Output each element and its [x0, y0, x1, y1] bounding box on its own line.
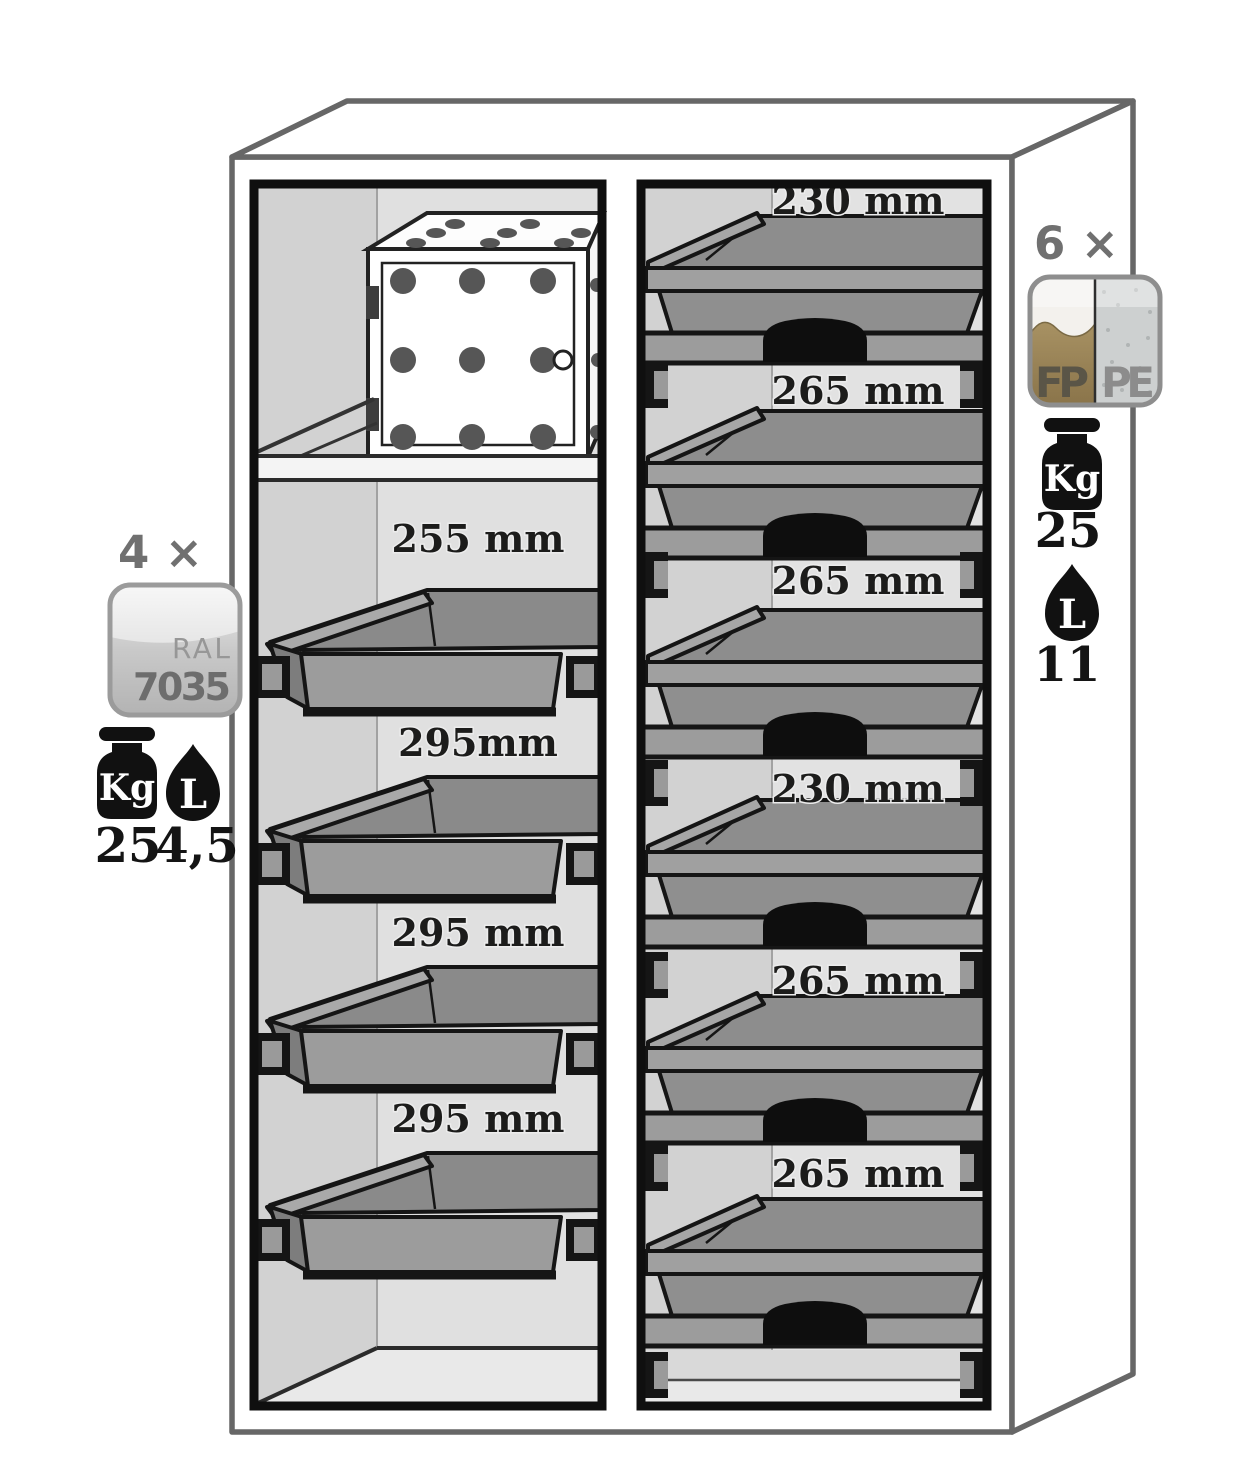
- kg-weight-icon-label: Kg: [99, 767, 155, 809]
- count-label: 4 ×: [118, 526, 203, 579]
- slot-height-label: 295mm: [398, 720, 558, 765]
- right-compartment-frame: [636, 179, 992, 1411]
- fp-badge-label: FP: [1035, 358, 1089, 407]
- box-handle-knob: [552, 349, 574, 371]
- slot-height-label: 295 mm: [392, 1096, 565, 1141]
- slot-height-label: 265 mm: [772, 958, 945, 1003]
- ral-badge-line1: RAL: [172, 632, 230, 665]
- left-compartment-floor: [256, 1348, 602, 1404]
- left-compartment-frame: [249, 179, 607, 1411]
- bottom-strip: [645, 1350, 983, 1404]
- slot-height-label: 265 mm: [772, 368, 945, 413]
- count-label: 6 ×: [1034, 217, 1119, 270]
- slot-height-label: 230 mm: [772, 766, 945, 811]
- ral-badge-line2: 7035: [133, 665, 231, 709]
- perforation-holes-top: [406, 219, 591, 248]
- fp-splash-graphic: [1030, 277, 1096, 338]
- kg-weight-icon-label: Kg: [1044, 458, 1100, 500]
- slot-height-label: 265 mm: [772, 1151, 945, 1196]
- cabinet-top-face: [229, 98, 1136, 160]
- right-annotation: 6 × FP PE Kg 25 L 11: [1027, 217, 1163, 693]
- cabinet-right-face: [1009, 98, 1136, 1435]
- weight-value: 25: [95, 818, 162, 874]
- right-compartment-back-wall: [772, 184, 987, 1350]
- fp-pe-badge: FP PE: [1027, 274, 1163, 408]
- slot-height-label: 265 mm: [772, 558, 945, 603]
- volume-value: 4,5: [155, 818, 239, 874]
- ral-7035-badge: RAL 7035: [107, 582, 243, 718]
- left-annotation: 4 × RAL 7035 Kg 25 L 4,5: [95, 526, 243, 874]
- pe-speckle: [1102, 288, 1152, 394]
- box-hinge-top: [366, 286, 379, 319]
- perforated-insert-box: [360, 211, 608, 459]
- pe-badge-half: [1095, 277, 1160, 405]
- slot-height-label: 255 mm: [392, 516, 565, 561]
- volume-value: 11: [1034, 637, 1101, 693]
- pe-badge-label: PE: [1101, 358, 1155, 407]
- liter-droplet-icon-label: L: [179, 771, 207, 818]
- right-compartment: 230 mm 265 mm 265 mm 230 mm 265 mm 265 m…: [636, 177, 992, 1411]
- slot-height-label: 295 mm: [392, 910, 565, 955]
- left-compartment: 255 mm 295mm 295 mm 295 mm: [249, 179, 608, 1411]
- weight-value: 25: [1035, 503, 1102, 559]
- liter-droplet-icon-label: L: [1058, 591, 1086, 638]
